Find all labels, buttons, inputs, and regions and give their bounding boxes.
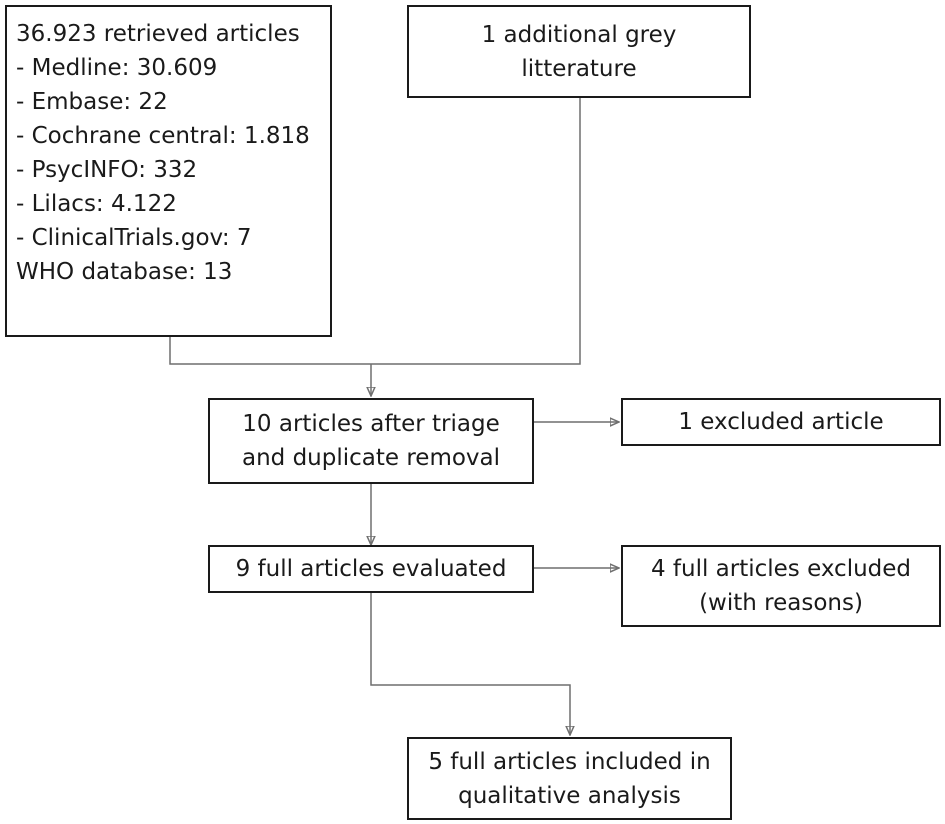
source-medline: - Medline: 30.609 <box>16 55 218 81</box>
source-embase: - Embase: 22 <box>16 89 168 115</box>
excluded-article-text: 1 excluded article <box>678 409 884 435</box>
grey-literature-line-2: litterature <box>521 55 637 82</box>
source-cochrane: - Cochrane central: 1.818 <box>16 123 310 149</box>
full-excluded-box: 4 full articles excluded (with reasons) <box>621 545 941 627</box>
source-who: WHO database: 13 <box>16 259 233 285</box>
full-excluded-line-2: (with reasons) <box>699 590 863 616</box>
included-line-2: qualitative analysis <box>458 782 681 809</box>
triage-line-1: 10 articles after triage <box>242 411 500 437</box>
source-psycinfo: - PsycINFO: 332 <box>16 157 198 183</box>
retrieved-articles-box: 36.923 retrieved articles - Medline: 30.… <box>5 5 332 337</box>
evaluated-text: 9 full articles evaluated <box>235 556 507 582</box>
connector-sources-merge <box>169 98 581 365</box>
included-box: 5 full articles included in qualitative … <box>407 737 732 820</box>
included-line-1: 5 full articles included in <box>428 748 711 775</box>
source-lilacs: - Lilacs: 4.122 <box>16 191 177 217</box>
grey-literature-line-1: 1 additional grey <box>481 21 677 48</box>
full-excluded-line-1: 4 full articles excluded <box>650 556 912 582</box>
triage-line-2: and duplicate removal <box>241 445 501 471</box>
excluded-article-box: 1 excluded article <box>621 398 941 446</box>
triage-box: 10 articles after triage and duplicate r… <box>208 398 534 484</box>
source-clinicaltrials: - ClinicalTrials.gov: 7 <box>16 225 252 251</box>
connector-to-included <box>370 593 570 735</box>
grey-literature-box: 1 additional grey litterature <box>407 5 751 98</box>
evaluated-box: 9 full articles evaluated <box>208 545 534 593</box>
retrieved-total: 36.923 retrieved articles <box>16 21 300 47</box>
